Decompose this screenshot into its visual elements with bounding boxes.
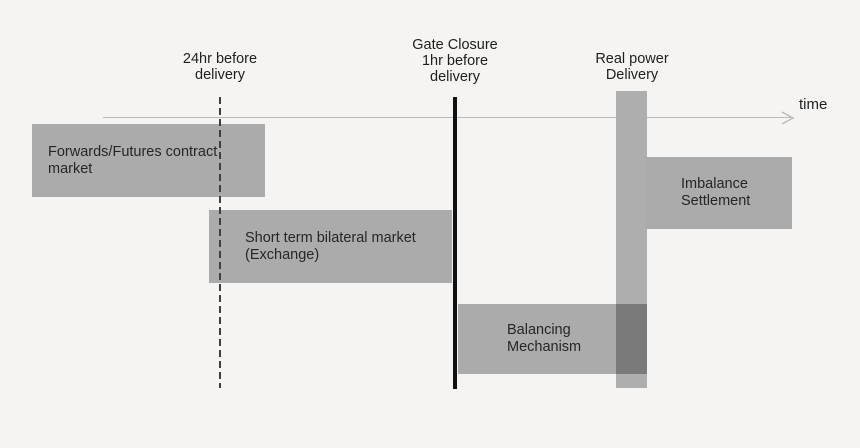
box-label-line: Imbalance	[681, 176, 748, 192]
box-balancing-mechanism: Balancing Mechanism	[458, 304, 646, 374]
marker-label-real-power-delivery: Real power Delivery	[562, 51, 702, 83]
marker-label-line: Gate Closure	[412, 37, 498, 53]
marker-label-gate-closure: Gate Closure 1hr before delivery	[385, 37, 525, 85]
delivery-balancing-overlap	[616, 304, 647, 374]
marker-label-line: delivery	[430, 69, 480, 85]
box-label-line: Settlement	[681, 193, 751, 209]
marker-label-24hr-before-delivery: 24hr before delivery	[150, 51, 290, 83]
box-label-line: Mechanism	[507, 339, 582, 355]
marker-label-line: 24hr before	[182, 51, 258, 67]
time-axis-line	[103, 117, 791, 118]
box-label-line: market	[48, 160, 93, 177]
time-axis-arrowhead-icon	[781, 111, 795, 125]
box-label-line: (Exchange)	[245, 246, 320, 263]
gate-closure-line	[453, 97, 457, 389]
marker-label-line: Delivery	[605, 67, 659, 83]
marker-label-line: delivery	[195, 67, 245, 83]
box-imbalance-settlement: Imbalance Settlement	[645, 157, 792, 229]
box-label-line: Forwards/Futures contract	[48, 143, 218, 160]
box-label-line: Short term bilateral market	[245, 229, 416, 246]
marker-label-line: 1hr before	[421, 53, 489, 69]
dashed-line-24hr-marker	[219, 97, 221, 388]
time-axis-label: time	[799, 96, 828, 113]
box-label-line: Balancing	[507, 322, 571, 338]
marker-label-line: Real power	[595, 51, 669, 67]
box-short-term-bilateral-market: Short term bilateral market (Exchange)	[209, 210, 452, 283]
box-forwards-futures-market: Forwards/Futures contract market	[32, 124, 265, 197]
